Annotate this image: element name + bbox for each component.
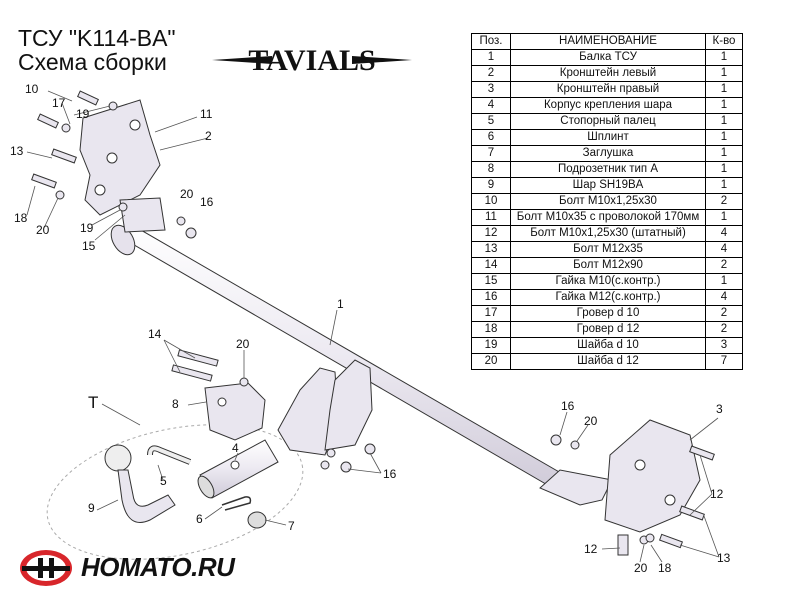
car-logo-icon [20,550,72,586]
callout-20b: 20 [180,187,194,201]
footer-site-text: HOMATO.RU [81,552,235,582]
callout-13a: 13 [10,144,24,158]
cell-pos: 20 [471,353,511,370]
callout-18a: 18 [14,211,28,225]
title-subtitle: Схема сборки [18,49,167,75]
right-bracket-part [604,419,701,533]
callout-20a: 20 [36,223,50,237]
brand-logo: TAVIALS [212,44,412,77]
middle-bracket [277,359,373,456]
callout-20e: 20 [634,561,648,575]
callout-18b: 18 [658,561,672,575]
callout-20c: 20 [236,337,250,351]
callout-16b: 16 [561,399,575,413]
brand-logo-text: TAVIALS [248,44,375,77]
callout-4: 4 [232,441,239,455]
parts-table-header: Поз. НАИМЕНОВАНИЕ К-во [471,33,743,50]
callout-3: 3 [716,402,723,416]
callout-11: 11 [200,107,213,121]
callout-5: 5 [160,474,167,488]
callout-17: 17 [52,96,66,110]
plug-part [247,511,267,529]
callout-13b: 13 [717,551,731,565]
callout-10: 10 [25,82,39,96]
callout-19a: 19 [76,107,90,121]
cell-name: Шайба d 12 [510,353,706,370]
cell-qty: 4 [705,225,743,242]
split-pin-part [221,496,252,511]
callout-12b: 12 [584,542,598,556]
callout-14: 14 [148,327,162,341]
leader-lines [26,90,720,563]
cell-pos: 14 [471,257,511,274]
callout-15: 15 [82,239,96,253]
title-model: ТСУ "K114-BA" [18,25,176,51]
cell-qty: 1 [705,145,743,162]
callout-16c: 16 [383,467,397,481]
callout-6: 6 [196,512,203,526]
cell-name: Кронштейн правый [510,81,706,98]
cell-name: Кронштейн левый [510,65,706,82]
beam-part [110,221,613,506]
ball-housing-part [197,439,279,499]
callout-labels: 1 2 11 10 17 19 13 18 20 19 15 20 16 14 … [10,82,731,575]
callout-8: 8 [172,397,179,411]
tow-ball-part [104,444,176,523]
cell-name: Гайка М10(с.контр.) [510,273,706,290]
ball-assembly-outline [46,424,304,560]
diagram-title: ТСУ "K114-BA" Схема сборки [18,26,176,74]
callout-7: 7 [288,519,295,533]
cell-pos: 10 [471,193,511,210]
callout-T: T [88,393,98,412]
socket-plate-part [204,382,266,441]
callout-20d: 20 [584,414,598,428]
callout-9: 9 [88,501,95,515]
callout-1: 1 [337,297,344,311]
cell-qty: 7 [705,353,743,370]
callout-2: 2 [205,129,212,143]
left-bracket-part [79,99,166,233]
callout-16a: 16 [200,195,214,209]
footer-brand: HOMATO.RU [18,548,248,588]
callout-12a: 12 [710,487,724,501]
callout-19b: 19 [80,221,94,235]
